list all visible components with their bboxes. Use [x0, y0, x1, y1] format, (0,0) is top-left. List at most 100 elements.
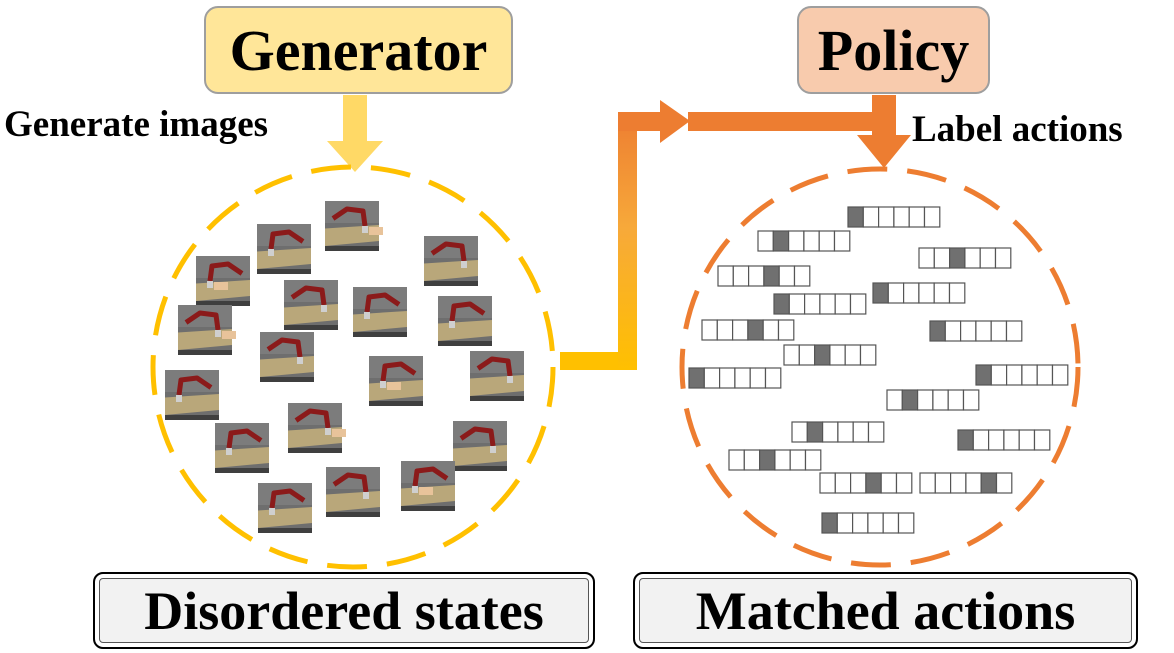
action-cell-active: [980, 472, 998, 494]
action-cell: [1033, 429, 1051, 451]
action-cell: [836, 512, 854, 534]
actions-circle: [679, 166, 1081, 568]
action-cell: [716, 319, 734, 341]
robot-thumbnail-icon: [424, 236, 478, 286]
action-cell: [788, 230, 805, 252]
action-cell: [1003, 429, 1020, 451]
action-cell: [923, 206, 941, 228]
action-cell: [778, 265, 796, 287]
action-cell: [994, 247, 1012, 269]
action-cell: [933, 247, 951, 269]
action-cell-active: [865, 472, 882, 494]
action-vector: [717, 265, 811, 287]
action-cell: [732, 265, 750, 287]
generator-box: Generator: [204, 6, 513, 94]
action-vector: [728, 449, 822, 471]
action-cell: [903, 282, 920, 304]
action-cell: [880, 472, 898, 494]
action-cell: [867, 421, 885, 443]
action-cell: [862, 206, 880, 228]
label-actions-label: Label actions: [912, 109, 1123, 150]
action-cell: [793, 265, 811, 287]
robot-thumbnail-icon: [258, 483, 312, 533]
action-cell: [867, 512, 884, 534]
generator-label: Generator: [229, 17, 488, 83]
action-cell-active: [773, 293, 790, 315]
action-cell: [803, 230, 820, 252]
action-cell-active: [949, 247, 966, 269]
robot-thumbnail-icon: [165, 370, 219, 420]
action-cell-active: [759, 449, 776, 471]
action-vector: [872, 282, 966, 304]
robot-thumbnail-icon: [453, 421, 507, 471]
action-vector: [929, 320, 1023, 342]
robot-thumbnail-icon: [401, 461, 455, 511]
action-cell: [789, 449, 807, 471]
action-cell-active: [688, 367, 705, 389]
action-cell: [818, 230, 836, 252]
matched-actions-caption: Matched actions: [633, 572, 1138, 649]
states-circle: [150, 164, 556, 570]
action-cell: [859, 344, 877, 366]
action-cell: [804, 293, 821, 315]
action-vector: [847, 206, 941, 228]
action-cell-active: [806, 421, 824, 443]
action-vector: [919, 472, 1013, 494]
action-cell: [979, 247, 997, 269]
robot-thumbnail-icon: [260, 332, 314, 382]
robot-thumbnail-icon: [353, 287, 407, 337]
action-cell: [887, 282, 905, 304]
action-cell: [701, 319, 718, 341]
action-cell: [950, 472, 967, 494]
disordered-states-caption: Disordered states: [93, 572, 595, 649]
action-cell: [948, 282, 966, 304]
action-cell-active: [975, 364, 992, 386]
action-cell: [804, 449, 822, 471]
action-cell: [762, 319, 780, 341]
action-cell: [757, 230, 774, 252]
action-vector: [819, 472, 913, 494]
label-actions-arrow: [857, 95, 911, 168]
robot-thumbnail-icon: [438, 296, 492, 346]
state-thumbnails: [165, 201, 524, 533]
action-cell: [964, 247, 981, 269]
robot-thumbnail-icon: [215, 423, 269, 473]
action-cell: [1005, 320, 1023, 342]
action-cell: [783, 344, 800, 366]
action-cell: [849, 293, 867, 315]
action-cell: [833, 230, 851, 252]
action-cell: [988, 429, 1005, 451]
action-cell-active: [872, 282, 889, 304]
generate-arrow: [327, 95, 383, 172]
action-cell: [777, 319, 795, 341]
action-cell: [960, 320, 977, 342]
action-vectors: [688, 206, 1069, 534]
disordered-states-text: Disordered states: [144, 580, 544, 641]
action-vector: [701, 319, 795, 341]
action-cell: [728, 449, 745, 471]
action-cell: [791, 421, 808, 443]
connector-arrow: [560, 100, 884, 370]
action-cell: [834, 293, 852, 315]
action-cell: [852, 512, 869, 534]
action-cell: [732, 319, 749, 341]
robot-thumbnail-icon: [196, 256, 250, 306]
action-cell: [918, 282, 935, 304]
action-cell: [1006, 364, 1023, 386]
action-cell: [788, 293, 806, 315]
policy-label: Policy: [817, 17, 970, 83]
action-cell: [764, 367, 782, 389]
action-cell: [995, 472, 1013, 494]
action-cell: [749, 367, 767, 389]
robot-thumbnail-icon: [470, 351, 524, 401]
action-cell: [882, 512, 900, 534]
action-cell-active: [901, 389, 919, 411]
action-vector: [918, 247, 1012, 269]
action-cell: [837, 421, 854, 443]
action-vector: [821, 512, 915, 534]
robot-thumbnail-icon: [257, 224, 311, 274]
action-cell-active: [821, 512, 838, 534]
action-cell: [822, 421, 839, 443]
action-vector: [773, 293, 867, 315]
